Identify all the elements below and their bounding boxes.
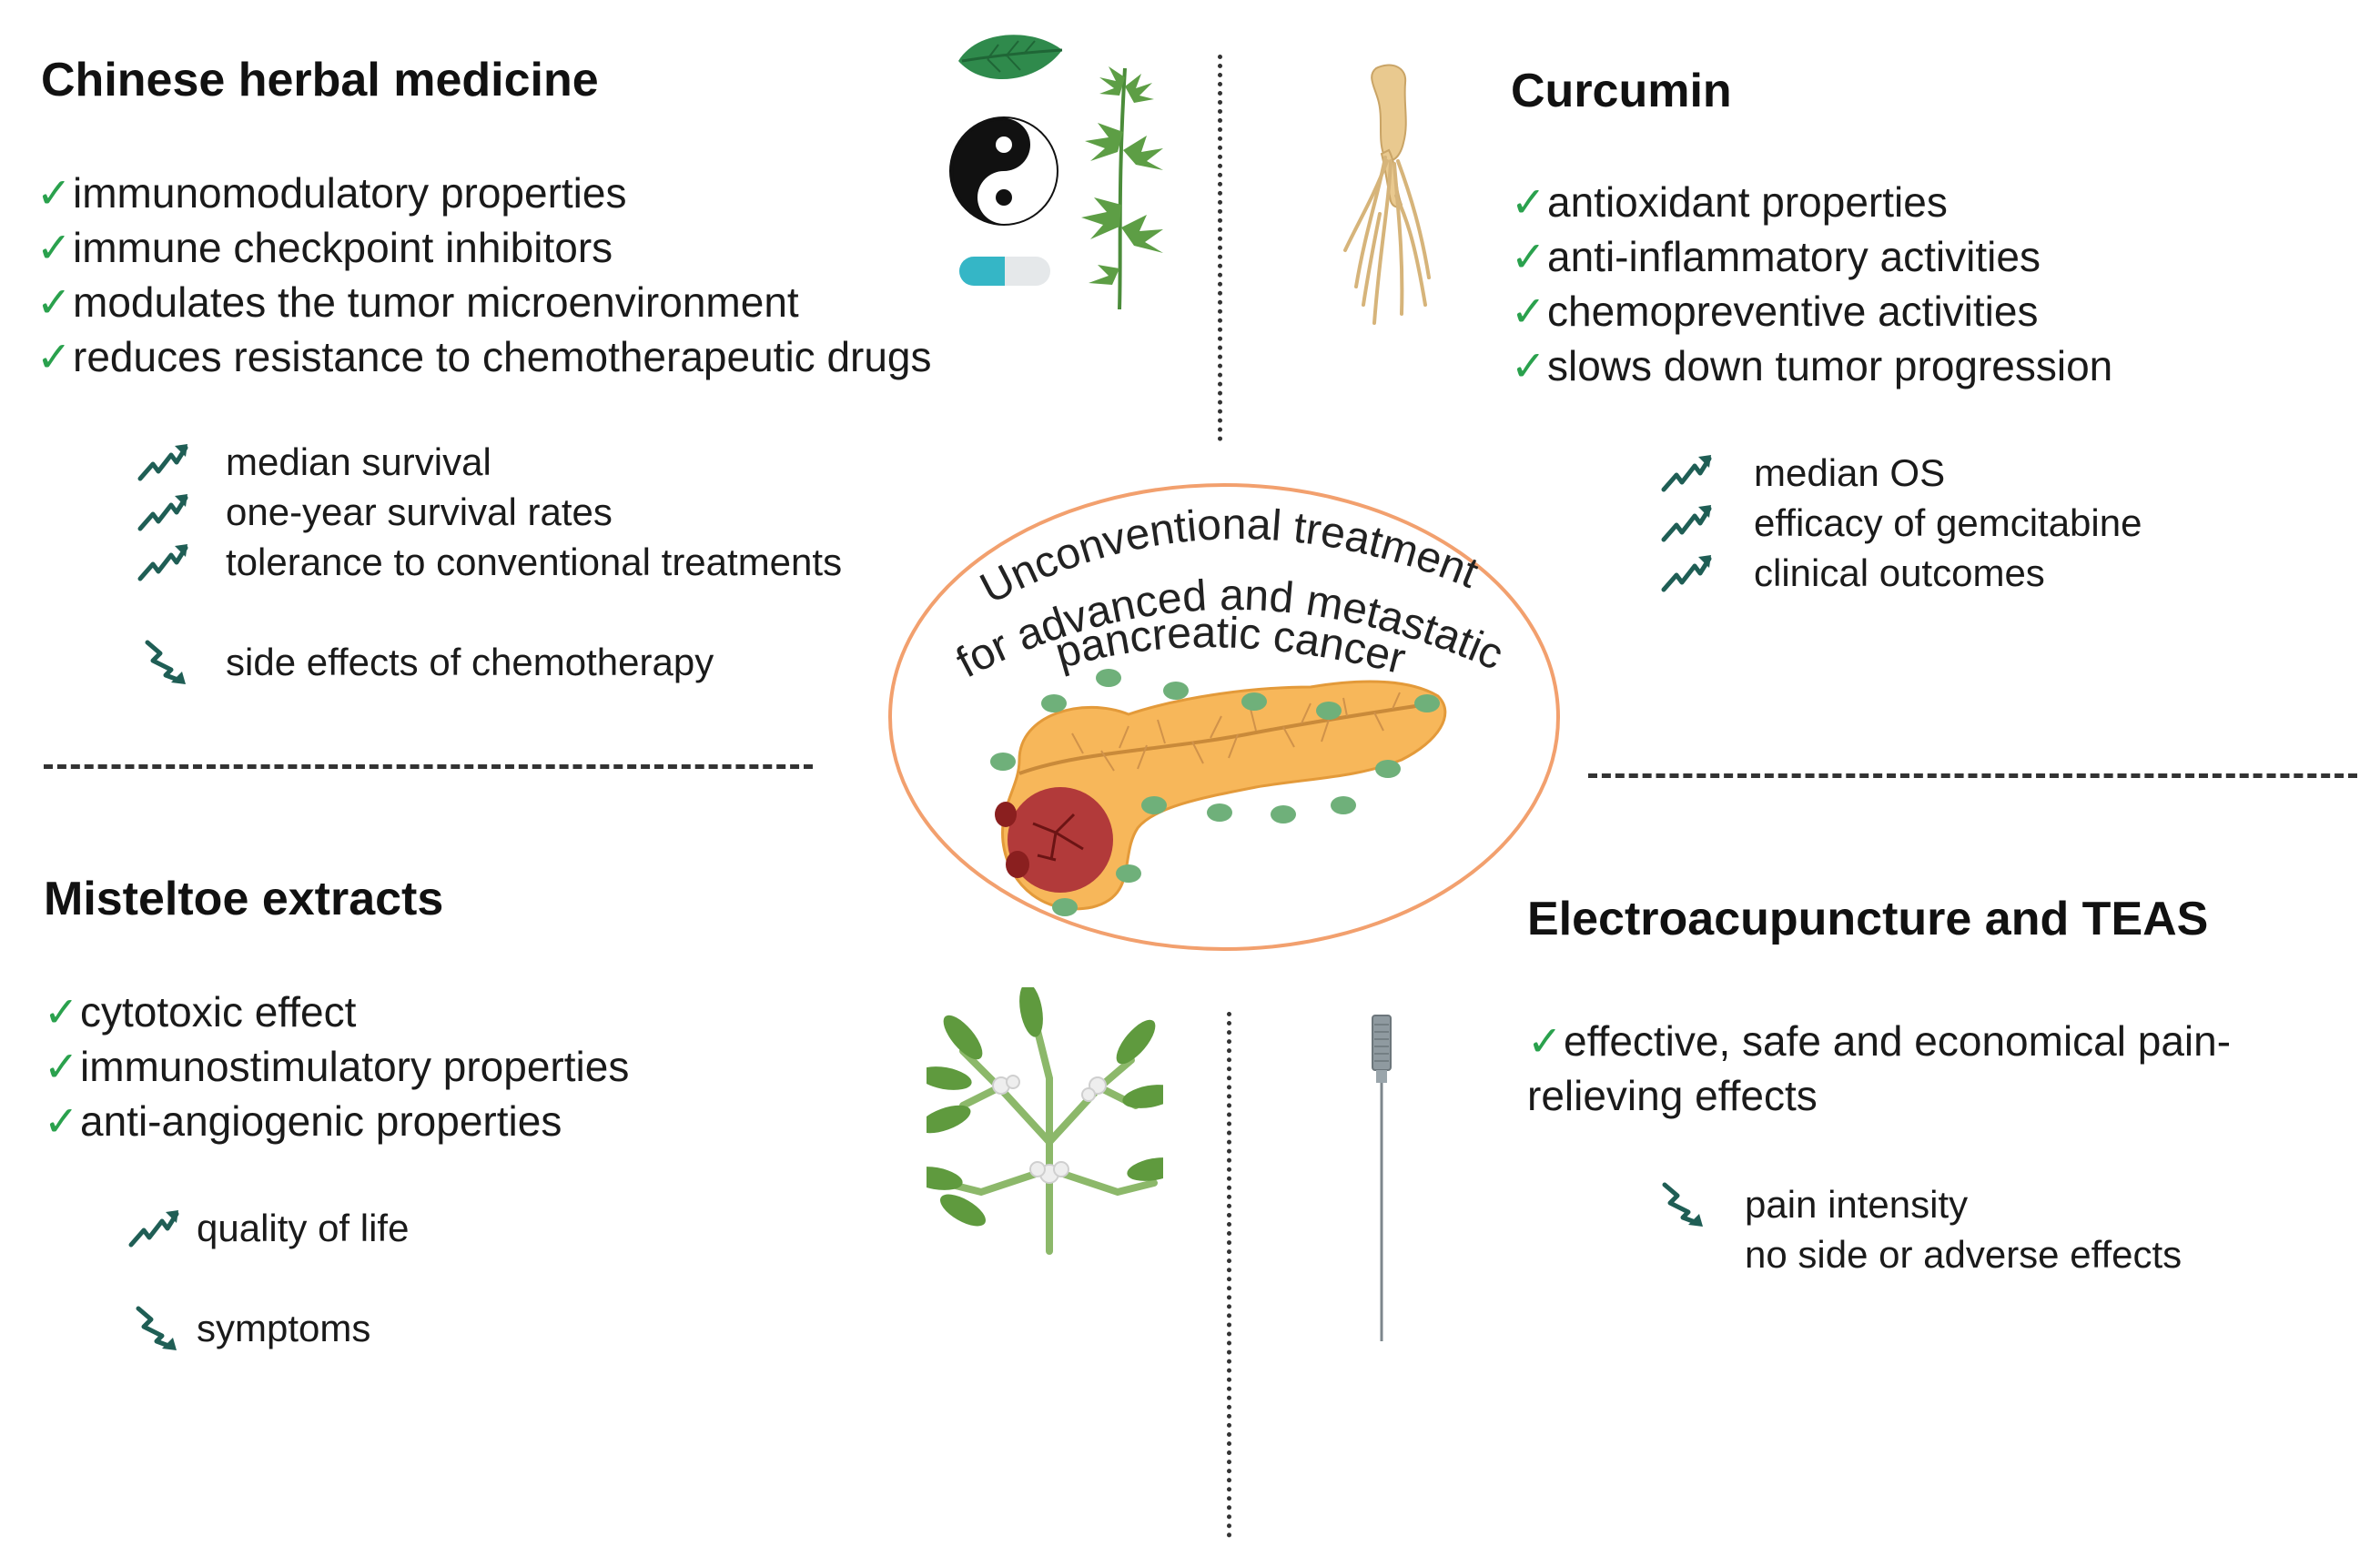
check-icon: ✓ xyxy=(36,169,72,217)
list-item-continuation: relieving effects xyxy=(1527,1072,1818,1119)
divider-bottom-vertical xyxy=(1227,1012,1231,1538)
effect-item: quality of life xyxy=(197,1207,410,1249)
mistletoe-increases: quality of life xyxy=(126,1203,409,1253)
check-icon: ✓ xyxy=(1511,342,1546,389)
list-item: ✓immune checkpoint inhibitors xyxy=(36,220,932,275)
herbal-increases: median survival one-year survival rates … xyxy=(135,437,842,587)
check-icon: ✓ xyxy=(44,1043,79,1090)
list-item: ✓chemopreventive activities xyxy=(1511,284,2112,338)
list-item: ✓immunomodulatory properties xyxy=(36,166,932,220)
effect-item: pain intensity xyxy=(1745,1183,1969,1226)
divider-right-horizontal xyxy=(1588,773,2357,778)
trend-up-arrow-icon xyxy=(135,537,191,587)
list-item: ✓anti-inflammatory activities xyxy=(1511,229,2112,284)
effect-item: median survival xyxy=(226,440,491,483)
effect-item: clinical outcomes xyxy=(1754,551,2045,594)
check-icon: ✓ xyxy=(1511,233,1546,280)
check-icon: ✓ xyxy=(36,278,72,326)
turmeric-root-icon xyxy=(1343,64,1431,325)
herbal-decreases: side effects of chemotherapy xyxy=(135,637,714,687)
herb-plant-icon xyxy=(1081,66,1163,310)
check-icon: ✓ xyxy=(1511,288,1546,335)
pill-capsule-icon xyxy=(959,257,1050,286)
check-icon: ✓ xyxy=(1511,178,1546,226)
leaf-icon xyxy=(958,35,1063,80)
list-item: ✓anti-angiogenic properties xyxy=(44,1094,629,1148)
trend-down-arrow-icon xyxy=(135,637,191,687)
divider-left-horizontal xyxy=(44,764,813,769)
acupuncture-needle-icon xyxy=(1372,1015,1392,1341)
mistletoe-bullet-list: ✓cytotoxic effect ✓immunostimulatory pro… xyxy=(44,985,629,1148)
mistletoe-title: Misteltoe extracts xyxy=(44,873,444,925)
effect-item: no side or adverse effects xyxy=(1745,1233,2183,1276)
trend-up-arrow-icon xyxy=(1658,498,1715,548)
mistletoe-plant-icon xyxy=(927,987,1163,1255)
list-item: ✓effective, safe and economical pain- xyxy=(1527,1014,2231,1068)
trend-down-arrow-icon xyxy=(1652,1179,1708,1229)
effect-item: median OS xyxy=(1754,451,1946,494)
check-icon: ✓ xyxy=(36,333,72,380)
curcumin-title: Curcumin xyxy=(1511,65,1732,117)
check-icon: ✓ xyxy=(1527,1017,1563,1065)
list-item: ✓reduces resistance to chemotherapeutic … xyxy=(36,329,932,384)
effect-item: one-year survival rates xyxy=(226,490,613,533)
curcumin-increases: median OS efficacy of gemcitabine clinic… xyxy=(1658,448,2142,598)
check-icon: ✓ xyxy=(36,224,72,271)
trend-up-arrow-icon xyxy=(1658,548,1715,598)
yin-yang-icon xyxy=(949,116,1058,226)
check-icon: ✓ xyxy=(44,988,79,1036)
trend-up-arrow-icon xyxy=(135,437,191,487)
trend-down-arrow-icon xyxy=(126,1303,182,1353)
divider-top-vertical xyxy=(1218,55,1222,441)
mistletoe-decreases: symptoms xyxy=(126,1303,370,1353)
trend-up-arrow-icon xyxy=(135,487,191,537)
herbal-title: Chinese herbal medicine xyxy=(41,54,599,106)
list-item: ✓immunostimulatory properties xyxy=(44,1039,629,1094)
effect-item: tolerance to conventional treatments xyxy=(226,541,843,583)
list-item: ✓antioxidant properties xyxy=(1511,175,2112,229)
trend-up-arrow-icon xyxy=(1658,448,1715,498)
list-item: ✓slows down tumor progression xyxy=(1511,338,2112,393)
pancreas-illustration xyxy=(990,669,1447,916)
herbal-bullet-list: ✓immunomodulatory properties ✓immune che… xyxy=(36,166,932,384)
list-item: ✓cytotoxic effect xyxy=(44,985,629,1039)
electroacupuncture-title: Electroacupuncture and TEAS xyxy=(1527,893,2209,945)
effect-item: efficacy of gemcitabine xyxy=(1754,501,2142,544)
curcumin-bullet-list: ✓antioxidant properties ✓anti-inflammato… xyxy=(1511,175,2112,393)
trend-up-arrow-icon xyxy=(126,1203,182,1253)
center-title-arc: Unconventional treatment for advanced an… xyxy=(949,500,1511,687)
electroacupuncture-decreases: pain intensity no side or adverse effect… xyxy=(1652,1179,2182,1279)
effect-item: symptoms xyxy=(197,1307,371,1349)
check-icon: ✓ xyxy=(44,1097,79,1145)
list-item: ✓modulates the tumor microenvironment xyxy=(36,275,932,329)
electroacupuncture-bullet-list: ✓effective, safe and economical pain- re… xyxy=(1527,1014,2231,1123)
effect-item: side effects of chemotherapy xyxy=(226,641,714,683)
